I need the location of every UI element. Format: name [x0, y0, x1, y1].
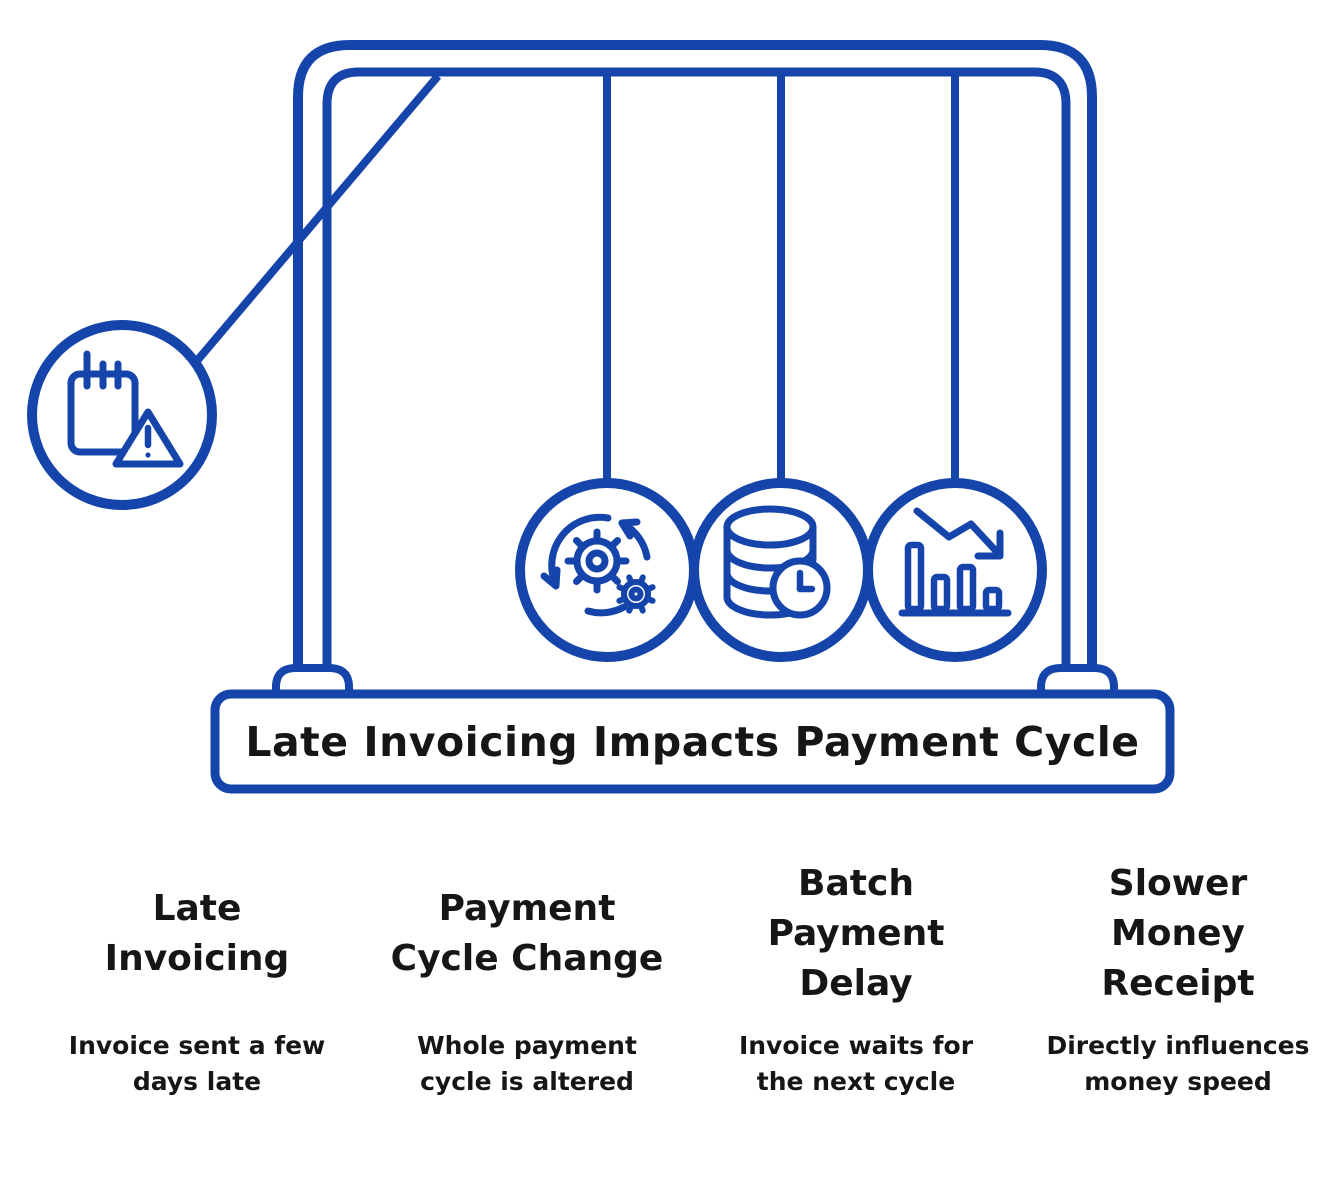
- frame-outer-tube: [293, 40, 1097, 695]
- column-batch-payment-delay: Batch Payment Delay Invoice waits for th…: [706, 858, 1006, 1100]
- column-slower-money-receipt: Slower Money Receipt Directly influences…: [1028, 858, 1328, 1100]
- batch-payment-database-clock-icon: [723, 505, 831, 619]
- title-plate-text: Late Invoicing Impacts Payment Cycle: [245, 717, 1140, 766]
- column-heading: Payment Cycle Change: [390, 888, 664, 979]
- base-plate: [210, 689, 1175, 794]
- declining-chart-icon: [898, 507, 1012, 617]
- column-description: Invoice sent a few days late: [68, 1031, 326, 1096]
- ball-batch-payment-delay: [689, 478, 873, 662]
- column-description: Invoice waits for the next cycle: [738, 1031, 974, 1096]
- ball-payment-cycle-change: [515, 478, 699, 662]
- late-invoice-warning-icon: [67, 350, 184, 468]
- ball-circle: [863, 478, 1047, 662]
- column-late-invoicing: Late Invoicing Invoice sent a few days l…: [47, 858, 347, 1100]
- pendulum-strings: [192, 73, 959, 495]
- column-heading: Batch Payment Delay: [767, 863, 945, 1004]
- ball-circle: [27, 320, 217, 510]
- column-heading: Late Invoicing: [104, 888, 290, 979]
- column-description: Whole payment cycle is altered: [417, 1031, 637, 1096]
- ball-slower-money-receipt: [863, 478, 1047, 662]
- column-payment-cycle-change: Payment Cycle Change Whole payment cycle…: [377, 858, 677, 1100]
- cradle-frame: [293, 40, 1097, 695]
- swung-ball-string: [192, 73, 442, 365]
- ball-late-invoicing: [27, 320, 217, 510]
- frame-inner-tube: [322, 67, 1071, 695]
- column-description: Directly influences money speed: [1046, 1031, 1310, 1096]
- column-heading: Slower Money Receipt: [1101, 863, 1255, 1004]
- process-change-gears-icon: [540, 513, 656, 617]
